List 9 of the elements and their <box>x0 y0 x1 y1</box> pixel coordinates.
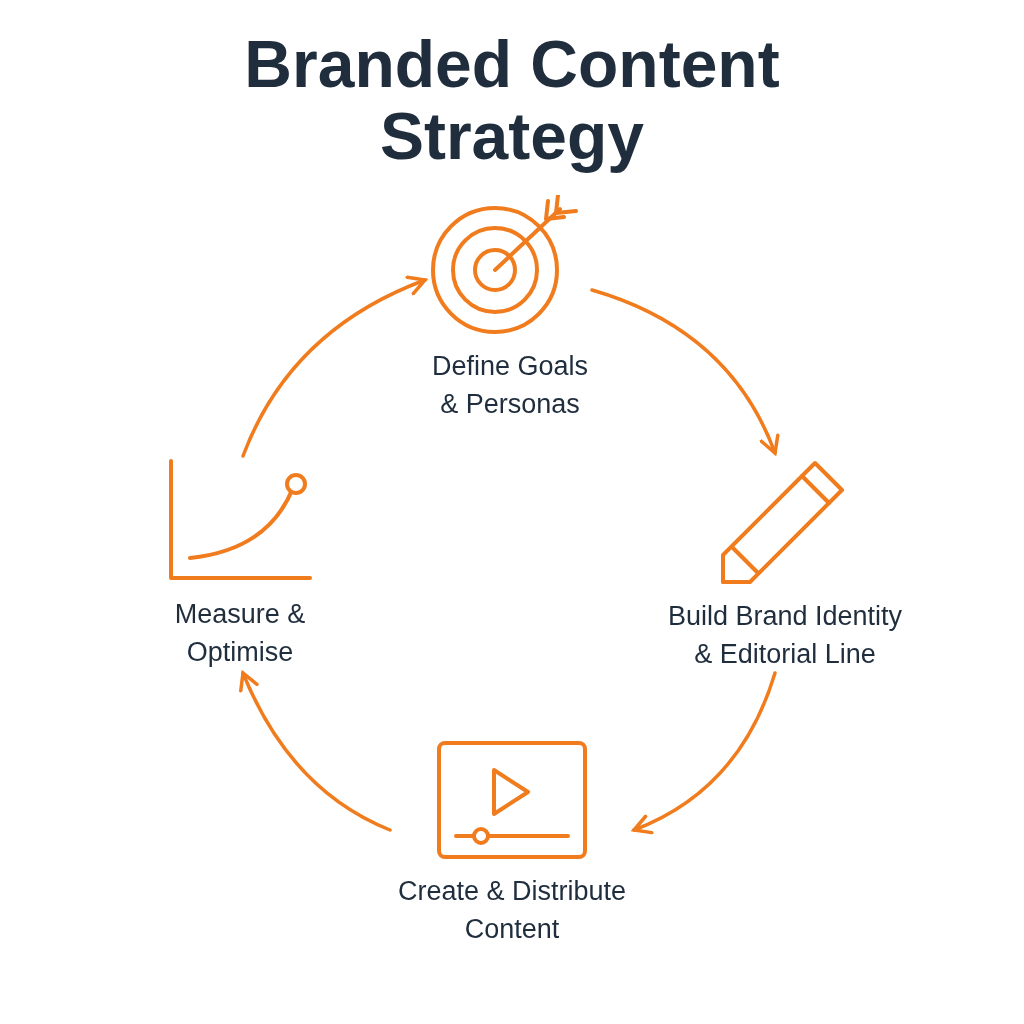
arrow <box>239 671 392 832</box>
step-label: Build Brand Identity & Editorial Line <box>666 600 904 671</box>
step-label: Define Goals & Personas <box>430 350 590 421</box>
arrow <box>241 276 427 458</box>
title: Branded Content Strategy <box>243 28 781 172</box>
arrow <box>632 671 777 834</box>
step-label: Create & Distribute Content <box>396 875 628 946</box>
arrow <box>590 288 779 455</box>
step-label: Measure & Optimise <box>173 598 307 669</box>
